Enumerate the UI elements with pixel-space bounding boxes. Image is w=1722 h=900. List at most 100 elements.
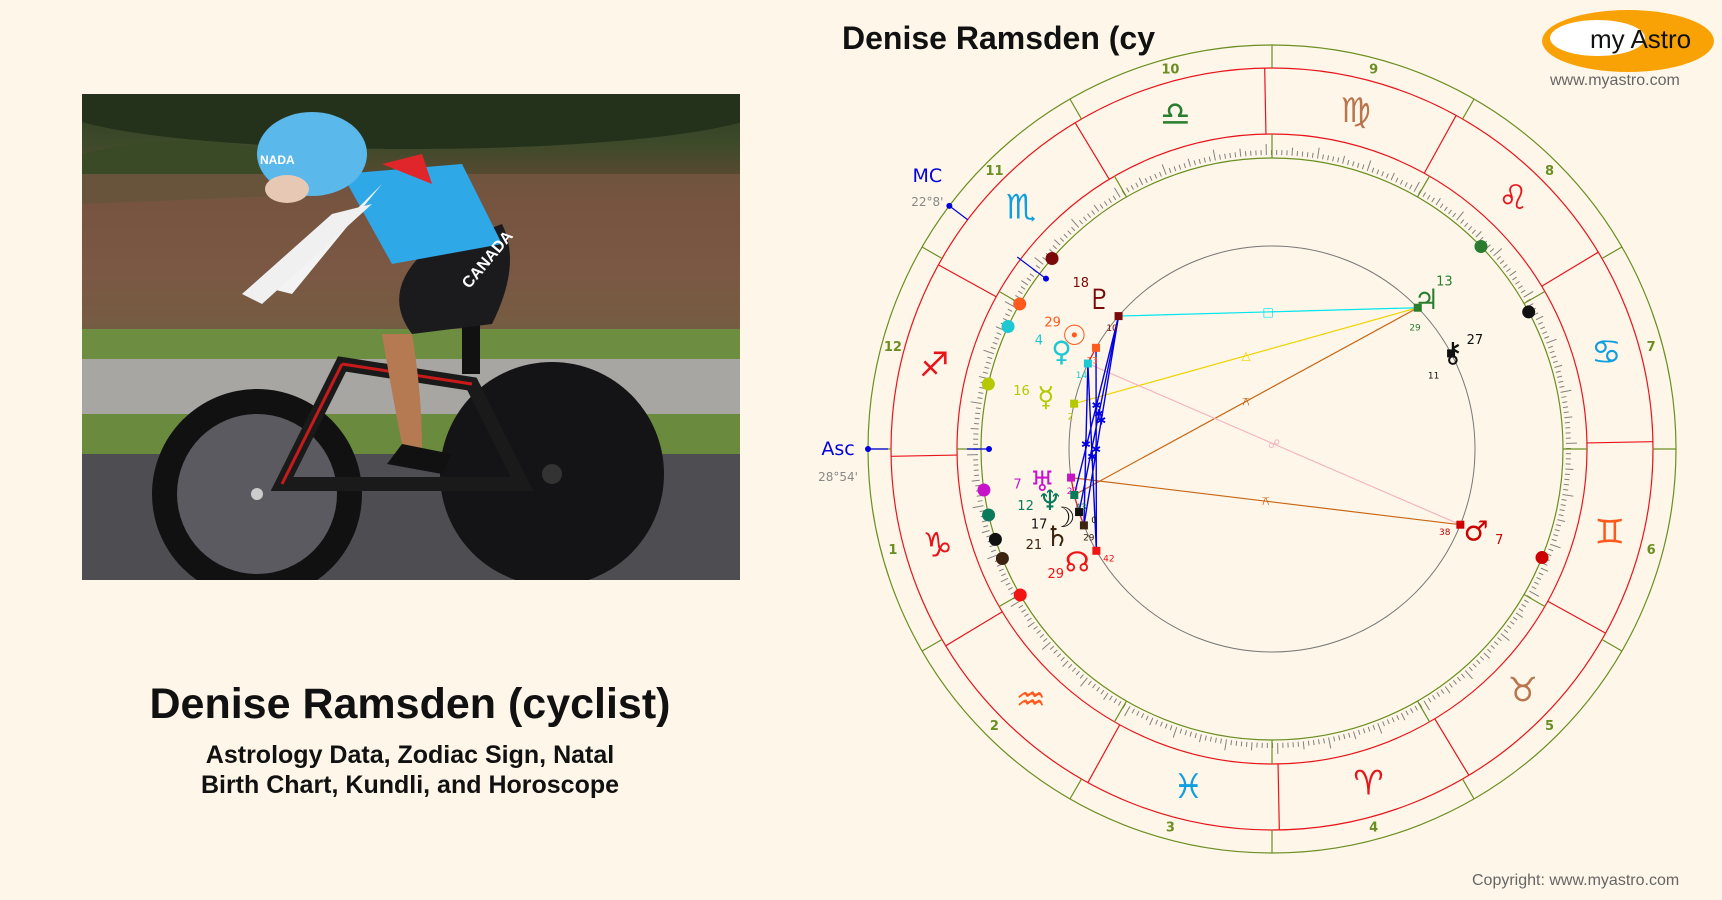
degree-tick [1194,732,1197,739]
degree-tick [1352,161,1355,167]
degree-tick [1059,237,1065,242]
degree-tick [1027,617,1032,622]
degree-tick [1499,260,1505,264]
planet-minute: 29 [1409,324,1421,334]
planet-jupiter-icon: ♃ [1414,283,1439,316]
person-name-heading: Denise Ramsden (cyclist) [149,680,671,728]
degree-tick [1535,315,1544,321]
degree-tick [1159,171,1162,177]
degree-tick [1353,731,1357,740]
planet-marker-moon [988,532,1002,546]
degree-tick [1054,239,1061,246]
degree-tick [1020,286,1026,290]
degree-tick [1198,158,1201,164]
degree-tick [1005,313,1011,317]
degree-tick [1008,587,1013,591]
degree-tick [1423,700,1430,711]
aspect-sextile-icon: ✱ [1096,414,1106,428]
planet-marker-venus [1001,319,1015,333]
degree-tick [1240,741,1243,747]
mc-value: 22°8' [911,195,943,209]
degree-tick [1306,152,1309,158]
degree-tick [1520,289,1526,294]
planet-minute: 14 [1076,371,1088,381]
house-cusp-inner [1416,700,1431,723]
degree-tick [975,412,981,415]
house-cusp-line [921,246,943,260]
degree-tick [1467,226,1473,231]
sign-cancer-icon: ♋ [1591,332,1621,372]
aspect-sextile-icon: ✱ [1081,437,1091,451]
degree-tick [1049,645,1055,650]
degree-tick [1149,717,1154,726]
degree-tick [1172,726,1178,738]
degree-tick [1250,742,1253,751]
sign-sagittarius-icon: ♐ [919,345,949,385]
sign-cusp-line [891,454,958,457]
degree-tick [1342,155,1346,164]
degree-tick [1067,230,1072,235]
aspect-quincunx-icon: ⚻ [1242,394,1250,408]
degree-tick [1422,192,1426,197]
degree-tick [1087,213,1091,218]
degree-tick [1193,160,1196,166]
asc-dot-inner [986,446,992,452]
degree-tick [1542,331,1548,335]
logo-inner-oval [1550,20,1645,56]
degree-tick [1168,168,1172,174]
aspect-sextile-icon: ✱ [1094,407,1104,421]
degree-tick [1460,219,1465,224]
myastro-logo[interactable]: my Astro [1542,10,1714,72]
degree-tick [1034,257,1044,265]
mc-axis [948,205,969,221]
degree-tick [1490,644,1495,650]
degree-tick [1322,154,1324,160]
cyclist-illustration: NADA CANADA [82,94,740,580]
svg-text:NADA: NADA [260,153,295,167]
logo-url-link[interactable]: www.myastro.com [1550,72,1680,89]
aspect-line-quincunx [1070,477,1461,526]
degree-tick [1376,169,1380,175]
degree-tick [1479,656,1485,661]
degree-tick [1555,524,1562,527]
degree-tick [1381,171,1384,177]
degree-tick [1564,478,1570,481]
house-cusp-line [1461,98,1475,120]
degree-tick [1144,178,1148,183]
asc-dot [865,446,871,452]
house-number-7: 7 [1647,340,1656,355]
degree-tick [983,349,995,355]
planet-aspect-point [1447,349,1456,358]
person-photo: NADA CANADA [82,94,740,580]
degree-tick [1366,160,1372,172]
degree-tick [994,337,1000,340]
sign-cusp-line [1277,763,1280,830]
page-subtitle: Astrology Data, Zodiac Sign, Natal Birth… [60,740,760,800]
degree-tick [1464,670,1473,680]
sign-cusp-line [1586,441,1653,444]
mc-axis-inner [1016,256,1047,280]
degree-tick [1136,710,1140,716]
degree-tick [1356,162,1360,168]
house-cusp-inner [1113,175,1128,198]
planet-aspect-point [1070,491,1079,500]
degree-tick [1203,157,1206,163]
house-cusp-inner [1416,175,1431,198]
degree-tick [1001,573,1006,577]
degree-tick [1506,268,1511,273]
planet-marker-mars [1535,551,1549,565]
house-cusp-inner [1113,700,1128,723]
planet-marker-jupiter [1474,239,1488,253]
degree-tick [1080,677,1088,687]
degree-tick [1041,641,1051,650]
degree-tick [1138,177,1144,186]
degree-tick [1371,167,1375,173]
planet-minute: 43 [1075,503,1086,513]
degree-tick [1515,280,1520,285]
degree-tick [1235,740,1238,746]
planet-aspect-point [1075,508,1084,517]
planet-marker-north-node [1013,588,1027,602]
sign-cusp-line [1087,724,1121,783]
degree-tick [1092,683,1096,689]
degree-tick [1493,641,1499,646]
